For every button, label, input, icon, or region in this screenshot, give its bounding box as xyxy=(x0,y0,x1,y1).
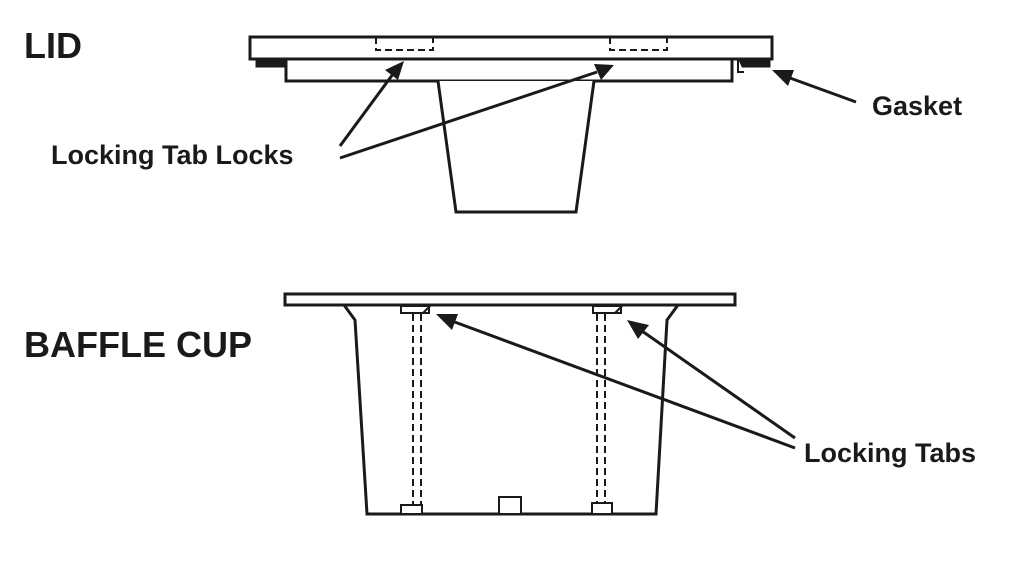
locking-tab-right-slant xyxy=(614,304,624,314)
arrowhead xyxy=(385,61,404,80)
lid-right-clip xyxy=(737,59,744,73)
leader-line xyxy=(641,329,796,440)
leader-line xyxy=(338,73,395,147)
lid-lower-plate xyxy=(284,57,734,83)
locking-tab-lock-left xyxy=(375,37,434,51)
locking-tab-right-foot xyxy=(591,502,613,515)
lid-top-plate xyxy=(248,35,774,61)
leader-line xyxy=(339,70,598,160)
baffle-cup-center-block xyxy=(498,496,522,515)
locking-tab-left-top xyxy=(400,305,430,314)
baffle-cup-body xyxy=(342,304,680,516)
arrowhead xyxy=(772,70,794,86)
arrowhead xyxy=(627,320,649,339)
baffle-cup-assembly xyxy=(283,292,737,516)
locking-tab-lock-right xyxy=(609,37,668,51)
locking-tab-left-slant xyxy=(422,304,432,314)
locking-tabs-label: Locking Tabs xyxy=(804,438,976,468)
locking-tabs-callout: Locking Tabs xyxy=(436,314,976,468)
lid-assembly xyxy=(248,35,774,214)
arrowhead xyxy=(594,64,614,80)
gasket-callout: Gasket xyxy=(772,70,962,121)
leader-line xyxy=(451,319,796,450)
leader-line xyxy=(789,76,857,104)
locking-tab-right-top xyxy=(592,305,622,314)
lid-title: LID xyxy=(24,25,82,66)
baffle-cup-flange xyxy=(283,292,737,307)
locking-tab-left-foot xyxy=(400,504,423,515)
lid-plug xyxy=(436,80,596,214)
locking-tab-locks-label: Locking Tab Locks xyxy=(51,140,294,170)
gasket-label: Gasket xyxy=(872,91,962,121)
baffle-cup-title: BAFFLE CUP xyxy=(24,324,252,365)
locking-tab-locks-callout: Locking Tab Locks xyxy=(51,61,614,170)
arrowhead xyxy=(436,314,458,330)
